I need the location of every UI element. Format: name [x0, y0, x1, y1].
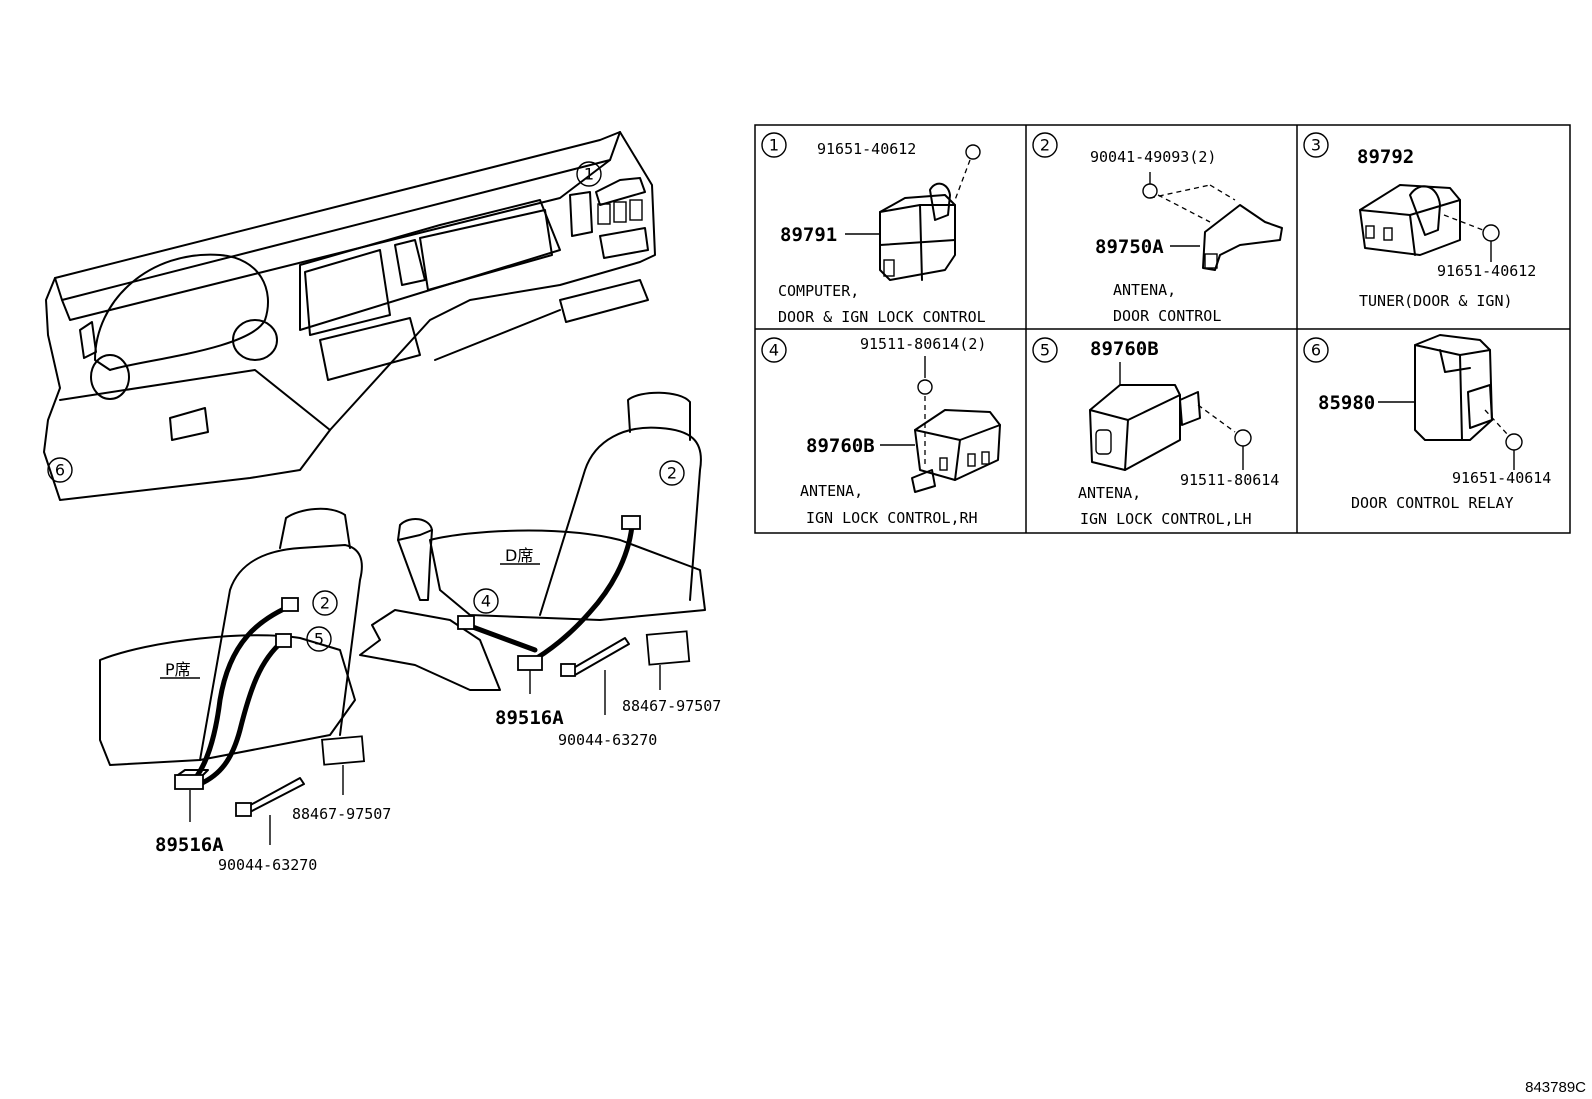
- svg-text:DOOR & IGN LOCK CONTROL: DOOR & IGN LOCK CONTROL: [778, 308, 986, 326]
- svg-text:COMPUTER,: COMPUTER,: [778, 282, 859, 300]
- overview-leaders: [160, 563, 661, 845]
- callout-1: 1: [576, 161, 602, 187]
- svg-text:6: 6: [1311, 341, 1321, 360]
- svg-text:DOOR CONTROL RELAY: DOOR CONTROL RELAY: [1351, 494, 1514, 512]
- pad-part-passenger: 88467-97507: [292, 805, 391, 823]
- seat-label-driver: D席: [505, 546, 533, 565]
- svg-text:TUNER(DOOR & IGN): TUNER(DOOR & IGN): [1359, 292, 1513, 310]
- panel-3: 3 89792 91651-40612 TUNER(DOOR & IGN): [1303, 132, 1536, 310]
- svg-text:ANTENA,: ANTENA,: [800, 482, 863, 500]
- panel-1-main-part: 89791: [780, 224, 837, 246]
- panel-2-main-part: 89750A: [1095, 236, 1164, 258]
- panel-6-main-part: 85980: [1318, 392, 1375, 414]
- svg-text:1: 1: [584, 165, 594, 184]
- svg-text:4: 4: [769, 341, 779, 360]
- harness-part-passenger: 89516A: [155, 834, 224, 856]
- harness-part-driver: 89516A: [495, 707, 564, 729]
- dashboard-illustration: [43, 131, 656, 501]
- svg-text:5: 5: [314, 630, 324, 649]
- svg-text:91511-80614(2): 91511-80614(2): [860, 335, 986, 353]
- pad-part-driver: 88467-97507: [622, 697, 721, 715]
- clamp-part-driver: 90044-63270: [558, 731, 657, 749]
- panel-6: 6 85980 91651-40614 DOOR CONTROL RELAY: [1303, 334, 1551, 512]
- svg-text:ANTENA,: ANTENA,: [1078, 484, 1141, 502]
- clamp-part-passenger: 90044-63270: [218, 856, 317, 874]
- panel-1: 1 91651-40612 89791 COMPUTER, DOOR & IGN…: [761, 132, 986, 326]
- svg-text:2: 2: [1040, 136, 1050, 155]
- panel-5: 5 89760B 91511-80614 ANTENA, IGN LOCK CO…: [1032, 337, 1279, 528]
- svg-text:ANTENA,: ANTENA,: [1113, 281, 1176, 299]
- svg-text:IGN LOCK CONTROL,LH: IGN LOCK CONTROL,LH: [1080, 510, 1252, 528]
- figure-reference: 843789C: [1525, 1079, 1586, 1096]
- svg-text:1: 1: [769, 136, 779, 155]
- callout-4: 4: [473, 588, 499, 614]
- panel-3-main-part: 89792: [1357, 146, 1414, 168]
- svg-text:90041-49093(2): 90041-49093(2): [1090, 148, 1216, 166]
- svg-text:91511-80614: 91511-80614: [1180, 471, 1279, 489]
- passenger-seat-illustration: [99, 507, 366, 817]
- seat-label-passenger: P席: [165, 660, 191, 679]
- callout-2-passenger: 2: [312, 590, 338, 616]
- detail-panel-grid: [754, 124, 1571, 534]
- panel-4-main-part: 89760B: [806, 435, 875, 457]
- svg-text:91651-40612: 91651-40612: [817, 140, 916, 158]
- svg-text:5: 5: [1040, 341, 1050, 360]
- driver-seat-illustration: [359, 391, 706, 691]
- callout-5: 5: [306, 626, 332, 652]
- callout-2-driver: 2: [659, 460, 685, 486]
- svg-text:91651-40612: 91651-40612: [1437, 262, 1536, 280]
- callout-6: 6: [47, 457, 73, 483]
- svg-text:6: 6: [55, 461, 65, 480]
- panel-4: 4 91511-80614(2) 89760B ANTENA, IGN LOCK…: [761, 335, 1001, 527]
- panel-2: 2 90041-49093(2) 89750A ANTENA, DOOR CON…: [1032, 132, 1283, 325]
- svg-text:4: 4: [481, 592, 491, 611]
- svg-text:IGN LOCK CONTROL,RH: IGN LOCK CONTROL,RH: [806, 509, 978, 527]
- svg-text:2: 2: [667, 464, 677, 483]
- svg-text:DOOR CONTROL: DOOR CONTROL: [1113, 307, 1221, 325]
- panel-5-main-part: 89760B: [1090, 338, 1159, 360]
- svg-text:3: 3: [1311, 136, 1321, 155]
- svg-text:2: 2: [320, 594, 330, 613]
- svg-text:91651-40614: 91651-40614: [1452, 469, 1551, 487]
